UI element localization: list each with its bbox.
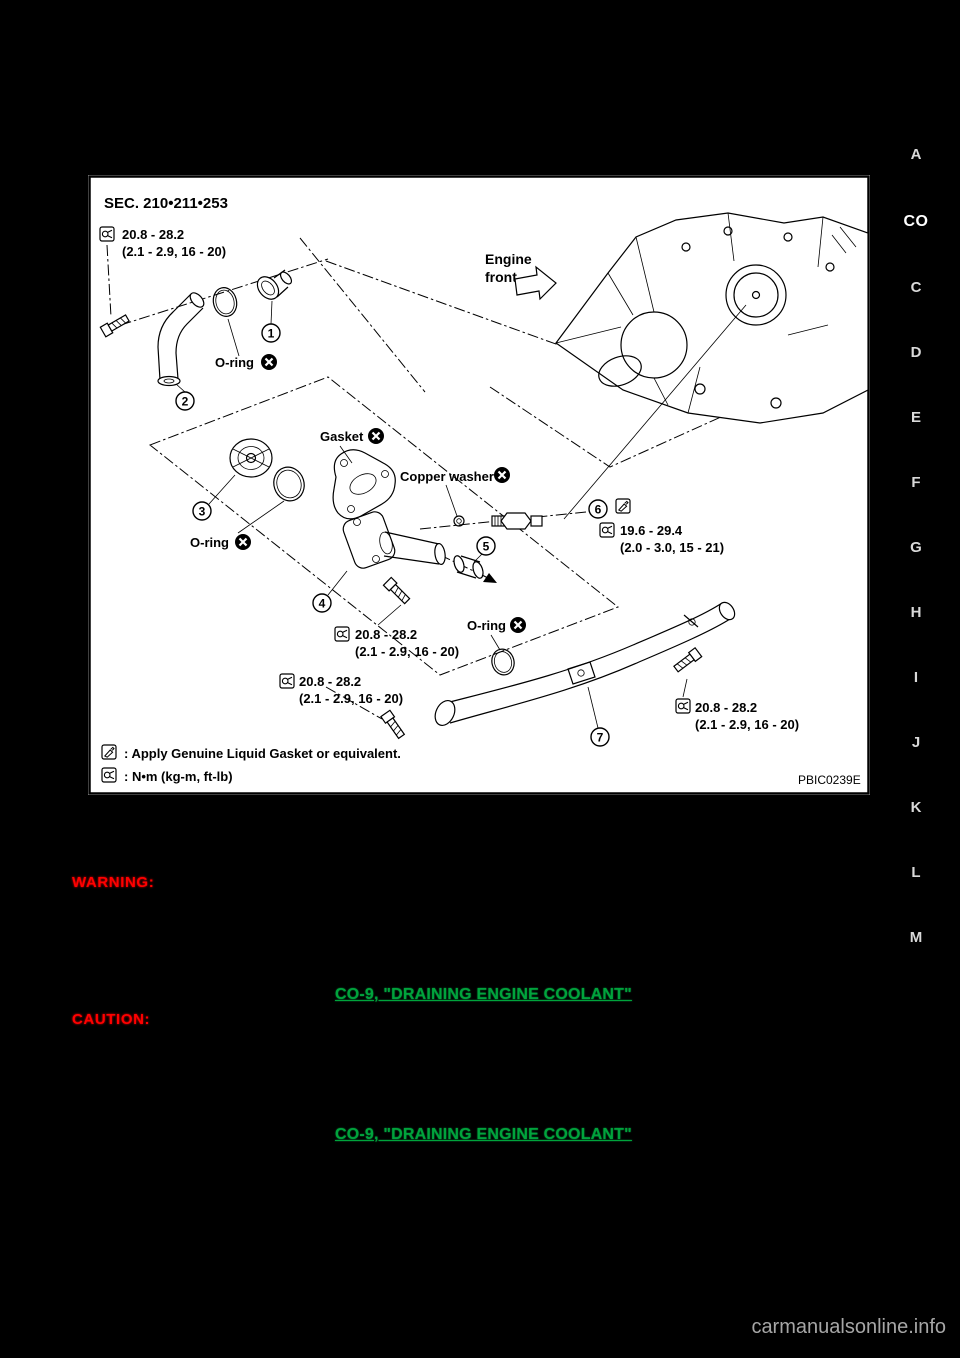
section-tab-d: D <box>910 344 922 361</box>
o-ring-2 <box>273 466 305 502</box>
torque-value: 20.8 - 28.2 <box>299 674 361 689</box>
torque-value-sub: (2.0 - 3.0, 15 - 21) <box>620 540 724 555</box>
legend-liquid-gasket: : Apply Genuine Liquid Gasket or equival… <box>124 746 401 761</box>
part-water-pipe <box>434 601 736 726</box>
figure-id: PBIC0239E <box>798 773 861 787</box>
torque-value-sub: (2.1 - 2.9, 16 - 20) <box>695 717 799 732</box>
torque-value-sub: (2.1 - 2.9, 16 - 20) <box>355 644 459 659</box>
torque-symbol-icon <box>599 522 615 538</box>
svg-text:3: 3 <box>199 504 206 518</box>
svg-text:5: 5 <box>483 539 490 553</box>
liquid-gasket-icon <box>615 498 631 514</box>
svg-text:6: 6 <box>595 502 602 516</box>
torque-value: 20.8 - 28.2 <box>695 700 757 715</box>
callout-3: 3 <box>192 501 212 521</box>
torque-callout-bottom-left: 20.8 - 28.2 (2.1 - 2.9, 16 - 20) <box>279 673 403 706</box>
torque-value-sub: (2.1 - 2.9, 16 - 20) <box>122 244 226 259</box>
legend-torque-units: : N•m (kg-m, ft-lb) <box>124 769 233 784</box>
non-reusable-part-icon <box>366 426 386 446</box>
torque-symbol-icon <box>279 673 295 689</box>
o-ring-1 <box>212 287 238 317</box>
engine-front-label: front <box>485 269 517 285</box>
figure-box: SEC. 210•211•253 Engine front <box>88 175 870 795</box>
part-water-outlet <box>342 511 446 569</box>
torque-symbol-icon <box>334 626 350 642</box>
part-plug <box>256 269 293 300</box>
torque-callout-mid: 20.8 - 28.2 (2.1 - 2.9, 16 - 20) <box>334 626 459 659</box>
non-reusable-part-icon <box>508 615 528 635</box>
section-tab-h: H <box>910 604 922 621</box>
caution-label: CAUTION: <box>72 1011 151 1028</box>
oring-label-3: O-ring <box>467 618 506 633</box>
o-ring-3 <box>491 648 515 676</box>
callout-2: 2 <box>175 391 195 411</box>
torque-symbol-icon <box>99 226 115 242</box>
torque-value-sub: (2.1 - 2.9, 16 - 20) <box>299 691 403 706</box>
torque-symbol-icon <box>101 767 117 783</box>
callout-1: 1 <box>261 323 281 343</box>
non-reusable-part-icon <box>259 352 279 372</box>
section-tab-c: C <box>910 279 922 296</box>
section-tab-g: G <box>910 539 922 556</box>
section-tab-a: A <box>910 146 922 163</box>
watermark: carmanualsonline.info <box>751 1316 946 1338</box>
section-number: SEC. 210•211•253 <box>104 195 228 212</box>
part-copper-washer <box>453 515 465 527</box>
torque-callout-bottom-right: 20.8 - 28.2 (2.1 - 2.9, 16 - 20) <box>675 698 799 732</box>
torque-callout-sensor: 19.6 - 29.4 (2.0 - 3.0, 15 - 21) <box>599 522 724 555</box>
part-gasket <box>332 449 396 520</box>
direction-arrow-icon <box>481 573 497 583</box>
svg-text:4: 4 <box>319 596 326 610</box>
torque-value: 20.8 - 28.2 <box>122 227 184 242</box>
part-thermostat <box>229 438 273 478</box>
oring-label-1: O-ring <box>215 355 254 370</box>
section-tab-e: E <box>910 409 921 426</box>
gasket-label: Gasket <box>320 429 364 444</box>
part-water-outlet-elbow <box>157 292 205 387</box>
engine-block <box>555 212 869 424</box>
legend: : Apply Genuine Liquid Gasket or equival… <box>101 744 401 784</box>
callout-5: 5 <box>476 536 496 556</box>
draining-coolant-link-1[interactable]: CO-9, "DRAINING ENGINE COOLANT" <box>335 986 632 1003</box>
callout-7: 7 <box>590 727 610 747</box>
engine-front-arrow-icon <box>514 265 557 301</box>
part-temp-sensor <box>491 512 543 530</box>
section-tab-j: J <box>911 734 921 751</box>
non-reusable-part-icon <box>492 465 512 485</box>
torque-value: 20.8 - 28.2 <box>355 627 417 642</box>
section-tab-current-co: CO <box>903 213 929 230</box>
liquid-gasket-icon <box>101 744 117 760</box>
engine-front-indicator: Engine front <box>485 251 557 301</box>
section-tab-l: L <box>911 864 921 881</box>
svg-text:1: 1 <box>268 326 275 340</box>
torque-value: 19.6 - 29.4 <box>620 523 683 538</box>
callout-4: 4 <box>312 593 332 613</box>
section-tab-k: K <box>910 799 922 816</box>
section-tab-f: F <box>911 474 921 491</box>
torque-symbol-icon <box>675 698 691 714</box>
svg-text:7: 7 <box>597 730 604 744</box>
non-reusable-part-icon <box>233 532 253 552</box>
warning-label: WARNING: <box>72 874 155 891</box>
svg-text:2: 2 <box>182 394 189 408</box>
oring-label-2: O-ring <box>190 535 229 550</box>
section-tab-i: I <box>913 669 919 686</box>
copper-washer-label: Copper washer <box>400 469 494 484</box>
engine-front-label: Engine <box>485 251 532 267</box>
section-tab-m: M <box>909 929 923 946</box>
torque-callout-top-left: 20.8 - 28.2 (2.1 - 2.9, 16 - 20) <box>99 226 226 259</box>
assembly-diagram: SEC. 210•211•253 Engine front <box>88 175 870 795</box>
draining-coolant-link-2[interactable]: CO-9, "DRAINING ENGINE COOLANT" <box>335 1126 632 1143</box>
block-leader-line <box>563 304 747 520</box>
part-joint <box>453 555 484 579</box>
callout-6: 6 <box>588 499 608 519</box>
